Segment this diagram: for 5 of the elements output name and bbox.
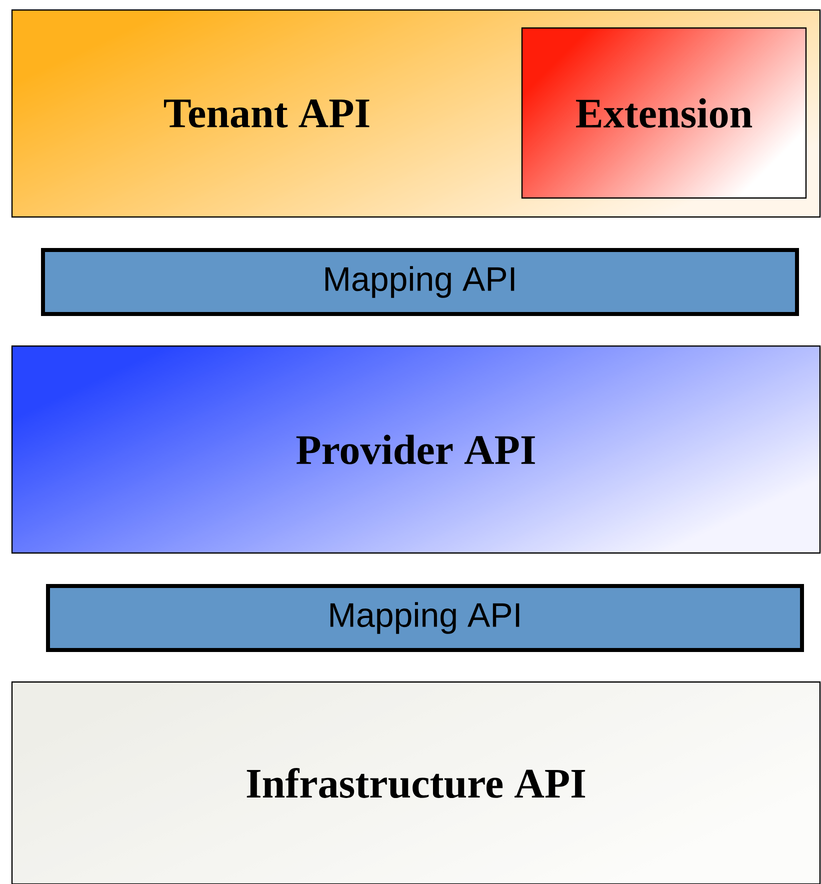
extension-box: Extension — [521, 27, 807, 199]
layer-box: Provider API — [11, 345, 821, 554]
layer-box: Infrastructure API — [11, 681, 821, 884]
mapping-bar: Mapping API — [41, 248, 799, 316]
mapping-bar: Mapping API — [46, 584, 804, 652]
